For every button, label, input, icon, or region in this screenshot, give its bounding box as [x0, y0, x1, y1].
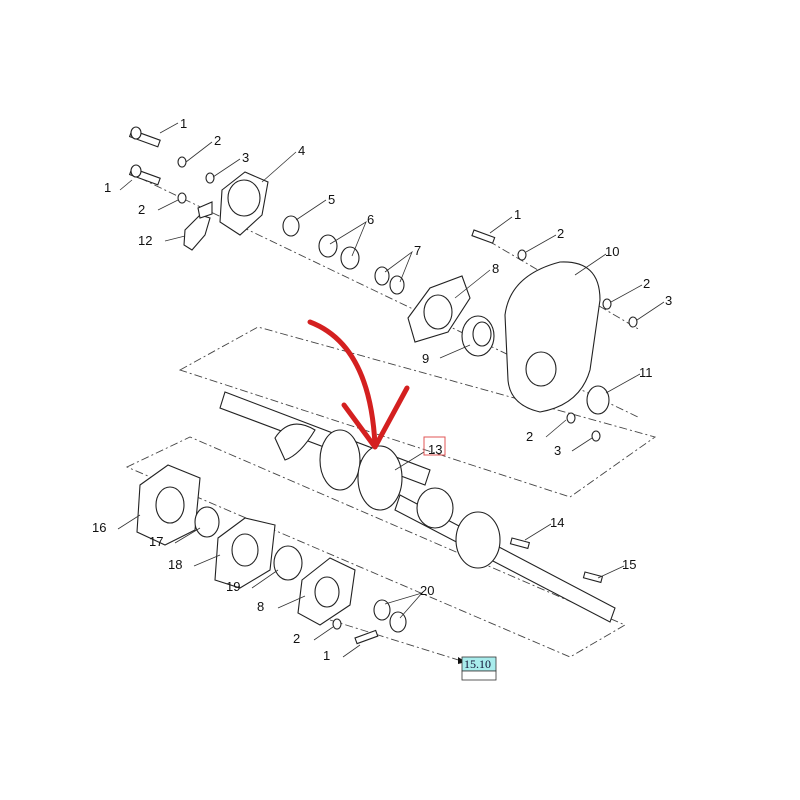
auger-shaft — [219, 391, 616, 623]
callout-12: 12 — [138, 233, 152, 248]
callout-5: 5 — [328, 192, 335, 207]
red-arrow-annotation — [307, 319, 410, 450]
callout-9: 9 — [422, 351, 429, 366]
callout-3: 3 — [242, 150, 249, 165]
callout-2: 2 — [557, 226, 564, 241]
callout-14: 14 — [550, 515, 564, 530]
callout-11: 11 — [639, 365, 653, 380]
callout-4: 4 — [298, 143, 305, 158]
callout-16: 16 — [92, 520, 106, 535]
callout-20: 20 — [420, 583, 434, 598]
lower-hardware — [136, 464, 407, 645]
callout-3: 3 — [554, 443, 561, 458]
callout-15: 15 — [622, 557, 636, 572]
leader-lines — [117, 122, 665, 658]
callout-2: 2 — [138, 202, 145, 217]
callout-2: 2 — [526, 429, 533, 444]
callout-2: 2 — [293, 631, 300, 646]
callout-19: 19 — [226, 579, 240, 594]
upper-hardware — [128, 126, 638, 442]
callout-13[interactable]: 13 — [428, 442, 442, 457]
callout-1: 1 — [104, 180, 111, 195]
callout-6: 6 — [367, 212, 374, 227]
callout-3: 3 — [665, 293, 672, 308]
callout-10: 10 — [605, 244, 619, 259]
callout-labels: 1 2 3 4 1 2 12 5 6 7 8 9 1 2 10 2 3 11 2… — [92, 116, 672, 663]
callout-1: 1 — [180, 116, 187, 131]
callout-8: 8 — [492, 261, 499, 276]
callout-8: 8 — [257, 599, 264, 614]
page-reference-link[interactable]: 15.10 — [458, 656, 497, 681]
callout-1: 1 — [514, 207, 521, 222]
page-reference-label[interactable]: 15.10 — [464, 657, 491, 671]
callout-17: 17 — [149, 534, 163, 549]
callout-18: 18 — [168, 557, 182, 572]
callout-2: 2 — [643, 276, 650, 291]
callout-2: 2 — [214, 133, 221, 148]
highlight-box — [423, 436, 446, 456]
callout-7: 7 — [414, 243, 421, 258]
callout-1: 1 — [323, 648, 330, 663]
